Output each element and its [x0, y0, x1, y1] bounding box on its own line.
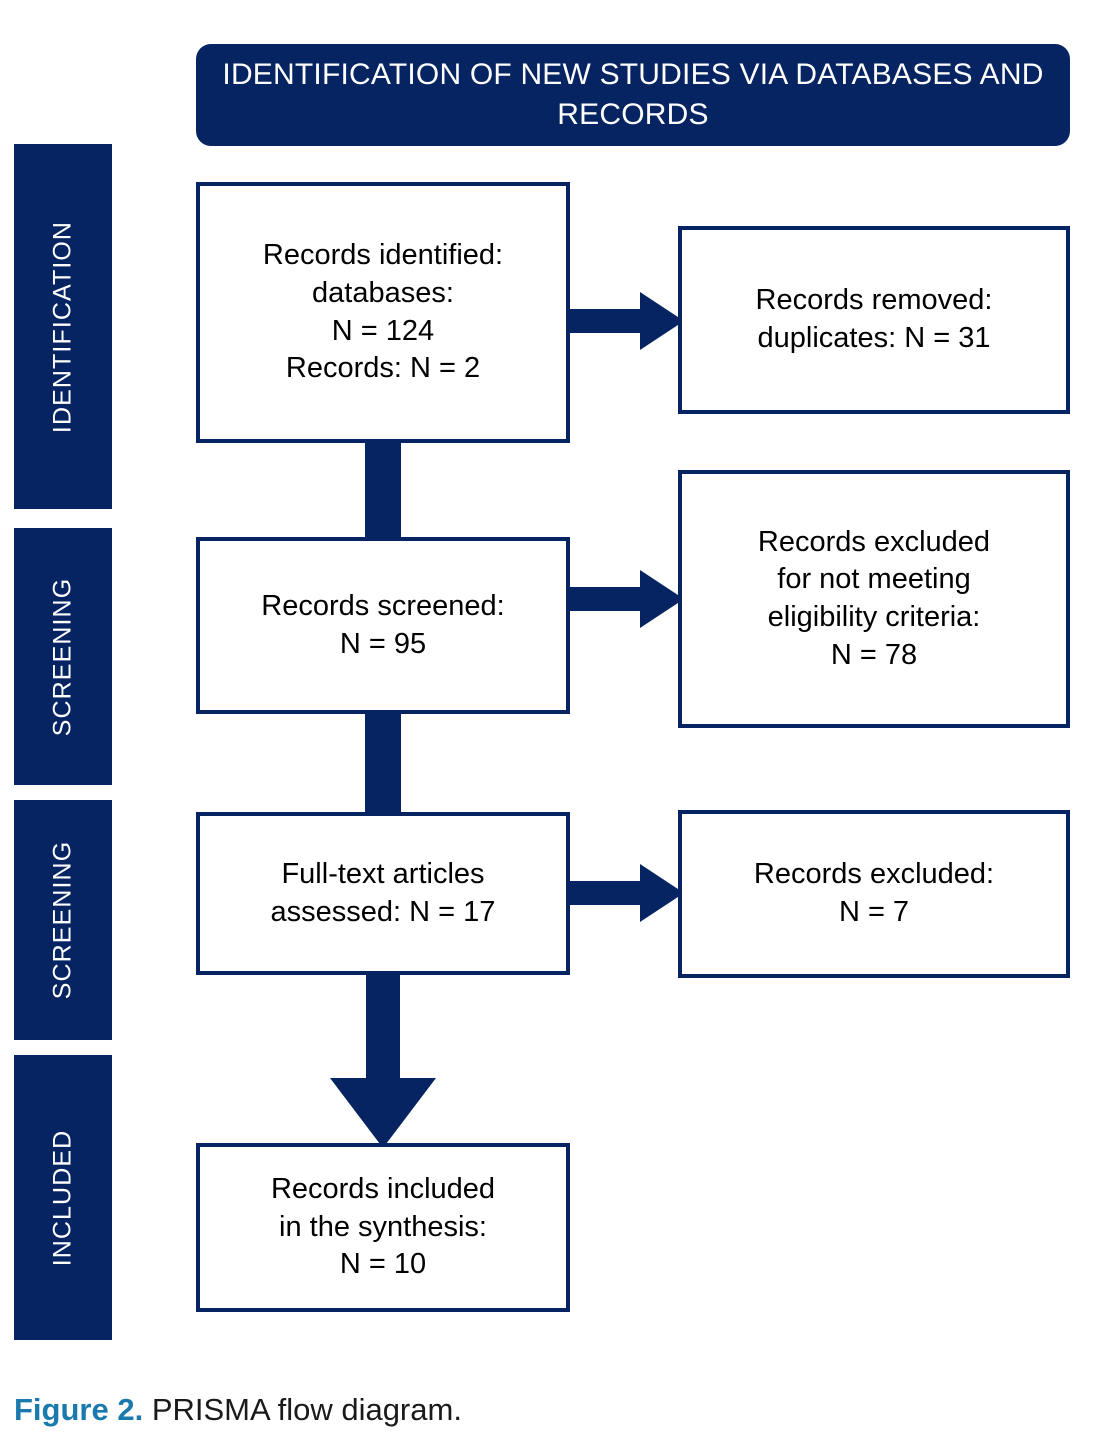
- node-records-removed-duplicates-text: Records removed: duplicates: N = 31: [694, 282, 1054, 357]
- node-line: Records excluded: [757, 525, 991, 558]
- node-records-screened: Records screened: N = 95: [196, 537, 570, 714]
- node-records-excluded-fulltext-text: Records excluded: N = 7: [694, 856, 1054, 931]
- node-records-excluded-eligibility: Records excluded for not meeting eligibi…: [678, 470, 1070, 728]
- node-records-screened-text: Records screened: N = 95: [212, 588, 554, 663]
- node-line: N = 10: [339, 1248, 427, 1281]
- node-line: duplicates: N = 31: [757, 322, 991, 354]
- node-records-identified: Records identified: databases: N = 124 R…: [196, 182, 570, 443]
- diagram-banner-title: IDENTIFICATION OF NEW STUDIES VIA DATABA…: [196, 44, 1070, 146]
- node-line: assessed: N = 17: [270, 895, 496, 928]
- node-fulltext-assessed: Full-text articles assessed: N = 17: [196, 812, 570, 975]
- node-line: Records excluded:: [753, 858, 995, 891]
- node-line: eligibility criteria:: [767, 601, 981, 633]
- node-records-excluded-fulltext: Records excluded: N = 7: [678, 810, 1070, 978]
- node-line: Records identified:: [262, 239, 504, 272]
- arrow-screened-to-excluded-eligibility: [566, 570, 684, 628]
- node-line: Records removed:: [755, 284, 993, 317]
- node-line: N = 7: [838, 896, 910, 928]
- arrow-fulltext-to-excluded-fulltext: [566, 864, 684, 922]
- stage-label-included: INCLUDED: [48, 1129, 77, 1266]
- node-line: N = 95: [339, 627, 427, 660]
- node-records-included: Records included in the synthesis: N = 1…: [196, 1143, 570, 1312]
- node-line: for not meeting: [777, 563, 971, 596]
- node-records-included-text: Records included in the synthesis: N = 1…: [212, 1171, 554, 1284]
- stage-label-screening-2: SCREENING: [48, 840, 77, 1000]
- stage-label-screening-1: SCREENING: [48, 577, 77, 736]
- connector-identified-to-screened: [365, 435, 401, 545]
- figure-caption-label: Figure 2.: [14, 1392, 144, 1427]
- node-records-identified-text: Records identified: databases: N = 124 R…: [212, 237, 554, 388]
- stage-label-identification: IDENTIFICATION: [48, 220, 77, 433]
- figure-caption: Figure 2. PRISMA flow diagram.: [14, 1390, 462, 1430]
- figure-caption-text: PRISMA flow diagram.: [151, 1392, 462, 1427]
- node-line: Records screened:: [261, 589, 505, 622]
- node-fulltext-assessed-text: Full-text articles assessed: N = 17: [212, 856, 554, 931]
- stage-bar-identification: IDENTIFICATION: [14, 144, 112, 509]
- node-line: in the synthesis:: [279, 1210, 487, 1243]
- node-line: databases:: [312, 276, 454, 309]
- node-line: Records included: [270, 1172, 496, 1205]
- node-line: N = 124: [331, 314, 435, 347]
- stage-bar-included: INCLUDED: [14, 1055, 112, 1340]
- node-line: N = 78: [830, 638, 918, 671]
- node-records-removed-duplicates: Records removed: duplicates: N = 31: [678, 226, 1070, 414]
- node-line: Records: N = 2: [285, 352, 481, 385]
- stage-bar-screening-1: SCREENING: [14, 528, 112, 785]
- node-records-excluded-eligibility-text: Records excluded for not meeting eligibi…: [694, 524, 1054, 675]
- connector-screened-to-fulltext: [365, 706, 401, 821]
- stage-bar-screening-2: SCREENING: [14, 800, 112, 1040]
- arrow-fulltext-to-included: [330, 968, 436, 1148]
- node-line: Full-text articles: [281, 857, 485, 890]
- arrow-identified-to-duplicates: [566, 292, 684, 350]
